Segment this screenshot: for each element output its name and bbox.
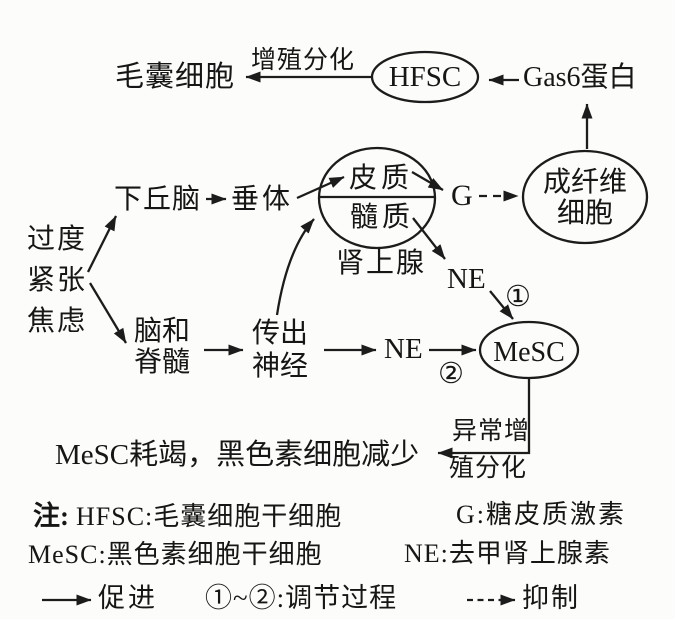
fibroblast-line1: 成纤维 <box>542 167 627 198</box>
legend-steps-label: ①~②:调节过程 <box>205 583 398 613</box>
abnormal-proliferation-line2: 殖分化 <box>449 455 528 482</box>
efferent-line2: 神经 <box>252 351 309 382</box>
legend-inhibit-label: 抑制 <box>522 583 580 613</box>
stress-line2: 紧张 <box>27 265 88 296</box>
step2-badge: ② <box>438 358 464 390</box>
step1-badge: ① <box>505 281 531 313</box>
glucocorticoid-label: G <box>451 179 473 212</box>
arrow-stress-to-brain <box>89 282 127 344</box>
ne-upper-label: NE <box>447 263 486 295</box>
brain-line2: 脊髓 <box>134 347 191 378</box>
fibroblast-ellipse <box>521 149 649 245</box>
hfsc-node-label: HFSC <box>388 61 462 93</box>
adrenal-cortex-label: 皮质 <box>349 163 414 194</box>
depletion-text: MeSC耗竭，黑色素细胞减少 <box>55 439 420 471</box>
fibroblast-line2: 细胞 <box>556 198 613 229</box>
legend-promote-label: 促进 <box>98 583 158 613</box>
efferent-line1: 传出 <box>252 318 309 349</box>
adrenal-gland-label: 肾上腺 <box>336 248 427 279</box>
mesc-node-label: MeSC <box>493 337 565 368</box>
fibroblast-node-label: 成纤维 细胞 <box>523 167 647 229</box>
stress-line1: 过度 <box>27 224 88 255</box>
note-g-definition: G:糖皮质激素 <box>456 500 627 529</box>
stress-line3: 焦虑 <box>27 306 88 337</box>
efferent-nerve-text: 传出 神经 <box>252 317 308 383</box>
brain-line1: 脑和 <box>134 316 191 347</box>
hair-follicle-cells-label: 毛囊细胞 <box>115 61 236 93</box>
pituitary-label: 垂体 <box>231 184 294 215</box>
note-ne-definition: NE:去甲肾上腺素 <box>404 539 611 568</box>
hypothalamus-label: 下丘脑 <box>114 184 202 215</box>
note-prefix: 注: <box>33 501 69 531</box>
arrow-efferent-to-medulla-curve <box>275 218 315 316</box>
proliferation-label: 增殖分化 <box>251 47 356 74</box>
brain-spinal-text: 脑和 脊髓 <box>134 316 190 378</box>
note-hfsc-definition: HFSC:毛囊细胞干细胞 <box>76 502 343 531</box>
arrow-mesc-to-depletion <box>437 378 531 459</box>
arrow-medulla-to-ne <box>412 217 446 260</box>
ne-lower-label: NE <box>384 333 423 365</box>
arrow-stress-to-hypothalamus <box>86 215 118 273</box>
arrow-pituitary-to-cortex <box>296 175 345 200</box>
gas6-protein-label: Gas6蛋白 <box>523 62 637 93</box>
adrenal-medulla-label: 髓质 <box>350 202 415 233</box>
arrow-ne-to-mesc-1 <box>489 290 514 320</box>
stress-text: 过度 紧张 焦虑 <box>27 219 87 342</box>
abnormal-proliferation-line1: 异常增 <box>452 418 531 445</box>
arrow-cortex-to-g <box>411 171 444 191</box>
note-mesc-definition: MeSC:黑色素细胞干细胞 <box>28 540 323 569</box>
